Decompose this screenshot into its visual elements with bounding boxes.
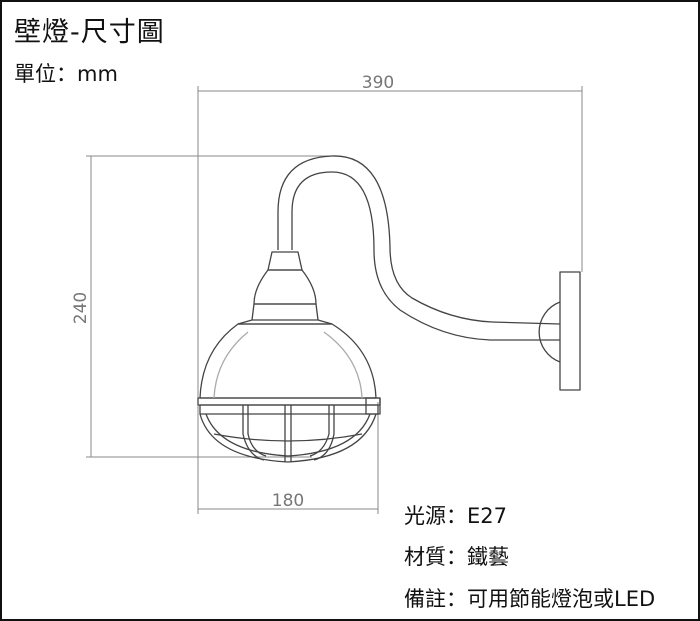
dimension-width-label: 390 xyxy=(362,73,394,93)
cage-band xyxy=(199,404,379,415)
shade-rim xyxy=(197,397,381,406)
cage-outer xyxy=(199,413,377,463)
unit-label: 單位：mm xyxy=(14,62,118,86)
lamp-shade xyxy=(199,323,377,399)
arm-outer xyxy=(277,155,561,325)
cage-inner xyxy=(205,413,371,457)
spec-light-source: 光源：E27 xyxy=(404,504,507,528)
dimension-height-label: 240 xyxy=(71,292,91,324)
cage-wire-1 xyxy=(242,405,265,461)
dimension-width xyxy=(197,86,583,402)
rim-clip xyxy=(365,397,381,415)
spec-material: 材質：鐵藝 xyxy=(404,545,509,569)
socket-body xyxy=(253,269,317,305)
lamp-outline xyxy=(197,155,581,463)
page-title: 壁燈-尺寸圖 xyxy=(14,17,165,48)
spec-note: 備註：可用節能燈泡或LED xyxy=(404,587,656,611)
socket-cap xyxy=(267,251,303,271)
wall-plate xyxy=(559,271,581,391)
cage-ring xyxy=(213,433,363,442)
cage-wire-3 xyxy=(309,405,330,457)
arm-inner xyxy=(291,171,560,341)
dimension-shade-label: 180 xyxy=(272,491,304,511)
socket-ring xyxy=(251,303,319,321)
dimension-height xyxy=(86,155,332,458)
mount-dome xyxy=(538,301,561,363)
dimension-shade xyxy=(197,402,379,514)
